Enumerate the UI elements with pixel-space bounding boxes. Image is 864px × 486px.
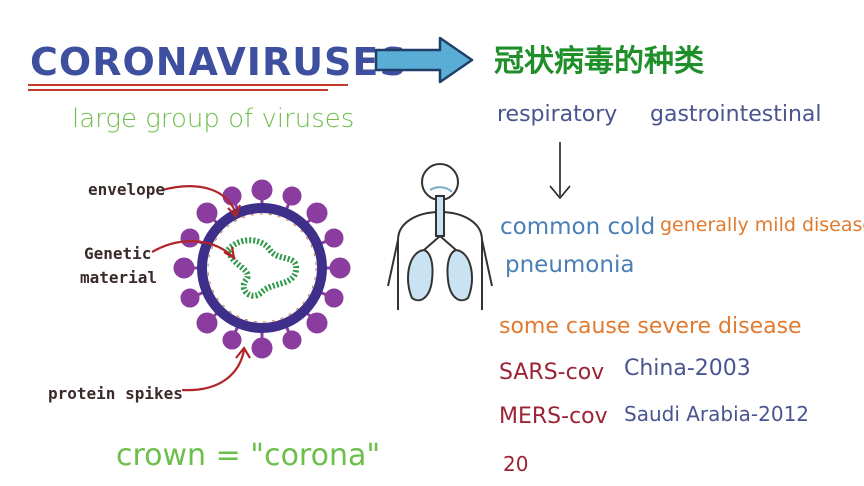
respiratory-system-icon [387,163,493,310]
outbreak-place: China-2003 [624,356,751,381]
chinese-heading: 冠状病毒的种类 [494,44,704,79]
label-envelope: envelope [88,180,166,199]
note-mild-disease: generally mild disease [660,214,864,236]
symptom-common-cold: common cold [500,214,656,240]
title-part-corona: CORONA [30,40,217,84]
down-arrow-icon [549,142,571,200]
note-severe-disease: some cause severe disease [499,314,802,339]
virus-illustration-icon [173,179,351,359]
label-protein-spikes: protein spikes [48,384,183,403]
label-arrows [151,185,251,392]
type-gastrointestinal: gastrointestinal [650,102,822,127]
crown-note: crown = "corona" [116,438,381,473]
type-respiratory: respiratory [497,102,618,127]
title-underline [28,84,348,86]
outbreak-name: 20 [503,452,529,476]
outbreak-name: SARS-cov [499,360,605,385]
outbreak-place: Saudi Arabia-2012 [624,402,810,426]
label-material: material [80,268,158,287]
outbreak-name: MERS-cov [499,404,608,429]
big-arrow-icon [374,36,474,84]
label-genetic: Genetic [84,244,152,263]
symptom-pneumonia: pneumonia [505,252,635,278]
subtitle: large group of viruses [72,104,355,134]
title-underline-2 [28,89,328,91]
